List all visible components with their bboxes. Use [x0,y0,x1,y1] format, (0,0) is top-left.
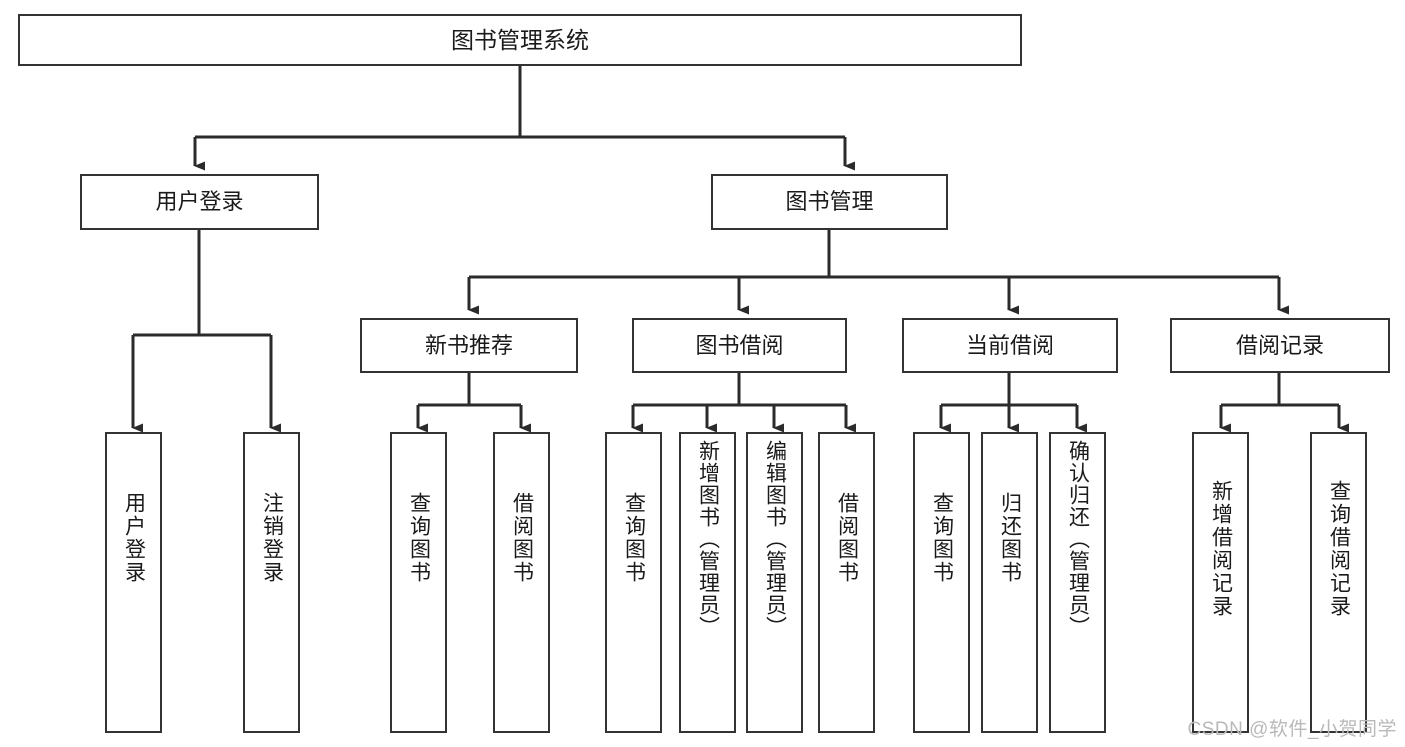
leaf-query-book-borrow[interactable]: 查询图书 [605,432,662,733]
node-borrow-record[interactable]: 借阅记录 [1170,318,1390,373]
leaf-borrow-book-recommend[interactable]: 借阅图书 [493,432,550,733]
node-book-management[interactable]: 图书管理 [711,174,948,230]
node-book-borrow[interactable]: 图书借阅 [632,318,847,373]
node-label: 借阅图书 [835,492,859,584]
leaf-borrow-book[interactable]: 借阅图书 [818,432,875,733]
node-new-book-recommend[interactable]: 新书推荐 [360,318,578,373]
leaf-add-borrow-record[interactable]: 新增借阅记录 [1192,432,1249,733]
node-label: 图书管理系统 [451,26,589,53]
leaf-user-login[interactable]: 用户登录 [105,432,162,733]
node-label: 查询图书 [622,492,646,584]
leaf-add-book-admin[interactable]: 新增图书（管理员） [679,432,736,733]
node-label: 新书推荐 [424,332,513,358]
node-label: 新增借阅记录 [1209,480,1233,618]
node-label: 查询图书 [930,492,954,584]
leaf-query-book-recommend[interactable]: 查询图书 [390,432,447,733]
node-label: 借阅图书 [510,492,534,584]
node-label: 借阅记录 [1235,332,1324,358]
node-root-book-management-system[interactable]: 图书管理系统 [18,14,1022,66]
node-current-borrow[interactable]: 当前借阅 [902,318,1118,373]
leaf-confirm-return-admin[interactable]: 确认归还（管理员） [1049,432,1106,733]
node-label: 查询图书 [407,492,431,584]
node-label: 确认归还（管理员） [1066,440,1090,638]
leaf-query-borrow-record[interactable]: 查询借阅记录 [1310,432,1367,733]
node-label: 新增图书（管理员） [696,440,720,638]
node-label: 当前借阅 [965,332,1054,358]
node-user-login[interactable]: 用户登录 [80,174,319,230]
node-label: 编辑图书（管理员） [763,440,787,638]
leaf-return-book[interactable]: 归还图书 [981,432,1038,733]
csdn-watermark: CSDN @软件_小贺同学 [1187,719,1397,740]
node-label: 注销登录 [260,492,284,584]
node-label: 用户登录 [155,189,244,215]
node-label: 图书管理 [785,189,874,215]
leaf-query-book-current[interactable]: 查询图书 [913,432,970,733]
leaf-edit-book-admin[interactable]: 编辑图书（管理员） [746,432,803,733]
node-label: 图书借阅 [695,332,784,358]
node-label: 用户登录 [122,492,146,584]
node-label: 查询借阅记录 [1327,480,1351,618]
node-label: 归还图书 [998,492,1022,584]
leaf-logout-login[interactable]: 注销登录 [243,432,300,733]
